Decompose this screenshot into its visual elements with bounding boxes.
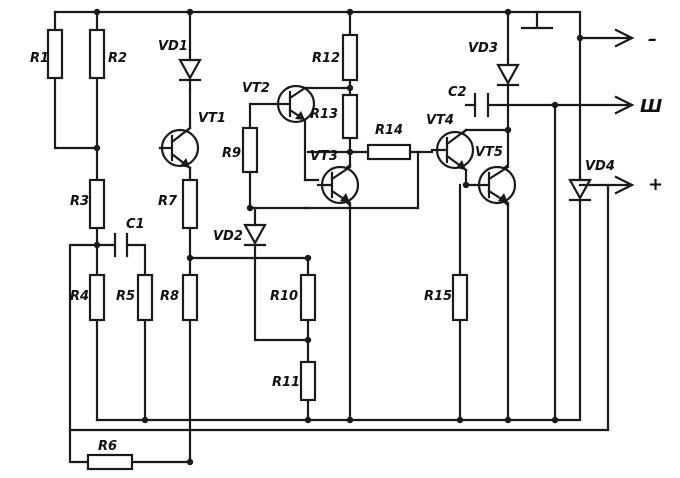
component-labels: R1 R2 R3 R4 R5 R6 R7 R8 R9 R10 R11 R12 R… [30, 39, 615, 454]
label-r12: R12 [312, 51, 340, 66]
label-r7: R7 [158, 194, 178, 209]
resistor-r4 [88, 273, 106, 322]
terminal-plus-label: + [648, 174, 663, 195]
transistor-vt5 [476, 165, 517, 205]
resistors [46, 28, 469, 471]
label-r11: R11 [272, 375, 300, 390]
terminal-out-label: Ш [640, 96, 662, 117]
label-vt1: VT1 [198, 111, 226, 126]
label-r3: R3 [70, 194, 89, 209]
transistor-vt1 [158, 126, 200, 170]
label-vt2: VT2 [242, 81, 270, 96]
resistor-r12 [341, 33, 359, 82]
diode-vd4 [568, 176, 592, 202]
transistors [158, 84, 517, 205]
diodes [178, 48, 592, 247]
resistor-r8 [181, 273, 199, 322]
resistor-r5 [136, 273, 154, 322]
label-r4: R4 [70, 289, 89, 304]
label-r9: R9 [222, 146, 241, 161]
label-r8: R8 [160, 289, 179, 304]
label-vd2: VD2 [213, 229, 243, 244]
resistor-r7 [181, 178, 199, 230]
label-vd4: VD4 [585, 159, 615, 174]
capacitor-c2 [473, 92, 490, 118]
transistor-vt3 [316, 165, 360, 205]
label-r5: R5 [116, 289, 135, 304]
label-r13: R13 [310, 107, 338, 122]
label-vt5: VT5 [475, 145, 503, 160]
resistor-r13 [341, 93, 359, 140]
resistor-r3 [88, 178, 106, 230]
label-r6: R6 [98, 439, 117, 454]
label-r15: R15 [424, 289, 452, 304]
junctions [93, 8, 584, 466]
resistor-r14 [366, 143, 412, 161]
label-c1: C1 [126, 217, 145, 232]
label-vd3: VD3 [468, 41, 498, 56]
capacitor-c1 [113, 232, 129, 258]
diode-vd1 [178, 48, 202, 92]
diode-vd3 [496, 58, 520, 87]
resistor-r2 [88, 28, 106, 80]
label-r10: R10 [270, 289, 298, 304]
label-vt3: VT3 [310, 149, 338, 164]
resistor-r10 [299, 273, 317, 322]
label-r14: R14 [375, 123, 403, 138]
label-c2: C2 [448, 85, 467, 100]
terminal-labels: – Ш + [640, 29, 663, 195]
resistor-r11 [299, 360, 317, 402]
label-r1: R1 [30, 51, 49, 66]
diode-vd2 [243, 223, 267, 247]
capacitors [113, 92, 490, 258]
resistor-r1 [46, 28, 64, 80]
terminal-minus-label: – [648, 29, 657, 50]
resistor-r6 [86, 453, 134, 471]
transistor-vt4 [430, 128, 475, 172]
label-vt4: VT4 [426, 113, 454, 128]
resistor-r9 [241, 126, 259, 174]
label-r2: R2 [108, 51, 127, 66]
resistor-r15 [451, 273, 469, 322]
label-vd1: VD1 [158, 39, 188, 54]
transistor-vt2 [276, 84, 316, 124]
